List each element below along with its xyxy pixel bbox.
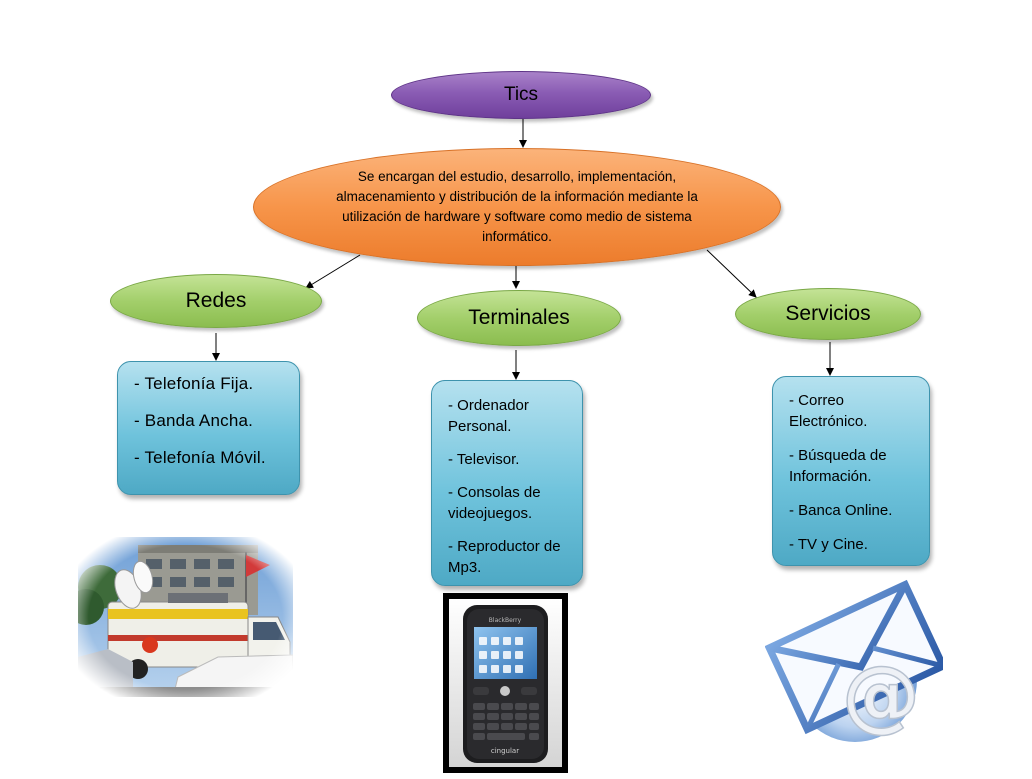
email-envelope-icon: @	[765, 579, 943, 742]
list-item: - Televisor.	[448, 451, 520, 468]
root-node-tics: Tics	[391, 71, 651, 119]
root-label: Tics	[503, 84, 539, 105]
list-item: - Telefonía Móvil.	[134, 448, 266, 467]
blackberry-phone-photo: BlackBerry cingular	[443, 593, 568, 773]
category-node-servicios: Servicios	[735, 288, 921, 340]
list-item: - Reproductor de Mp3.	[448, 538, 561, 576]
arrow-definition-to-servicios	[706, 249, 757, 298]
svg-text:cingular: cingular	[491, 747, 519, 755]
list-item: - Consolas de videojuegos.	[448, 484, 541, 522]
list-item: - Correo Electrónico.	[789, 392, 868, 430]
list-item: - Banda Ancha.	[134, 411, 254, 430]
redes-items-box: - Telefonía Fija. - Banda Ancha. - Telef…	[117, 361, 300, 495]
definition-text: Se encargan del estudio, desarrollo, imp…	[336, 169, 698, 244]
definition-node: Se encargan del estudio, desarrollo, imp…	[253, 148, 781, 266]
broadcast-van-photo	[78, 537, 293, 697]
category-label-servicios: Servicios	[785, 302, 871, 325]
list-item: - Ordenador Personal.	[448, 397, 529, 435]
list-item: - Telefonía Fija.	[134, 374, 254, 393]
svg-text:@: @	[842, 651, 920, 741]
terminales-items-box: - Ordenador Personal. - Televisor. - Con…	[431, 380, 583, 586]
category-node-terminales: Terminales	[417, 290, 621, 346]
category-label-redes: Redes	[185, 289, 247, 312]
list-item: - TV y Cine.	[789, 536, 868, 553]
list-item: - Banca Online.	[789, 502, 893, 519]
arrow-definition-to-redes	[305, 254, 361, 289]
category-node-redes: Redes	[110, 274, 322, 328]
servicios-items-box: - Correo Electrónico. - Búsqueda de Info…	[772, 376, 930, 566]
category-label-terminales: Terminales	[468, 306, 570, 329]
list-item: - Búsqueda de Información.	[789, 447, 887, 485]
svg-text:BlackBerry: BlackBerry	[489, 617, 522, 624]
